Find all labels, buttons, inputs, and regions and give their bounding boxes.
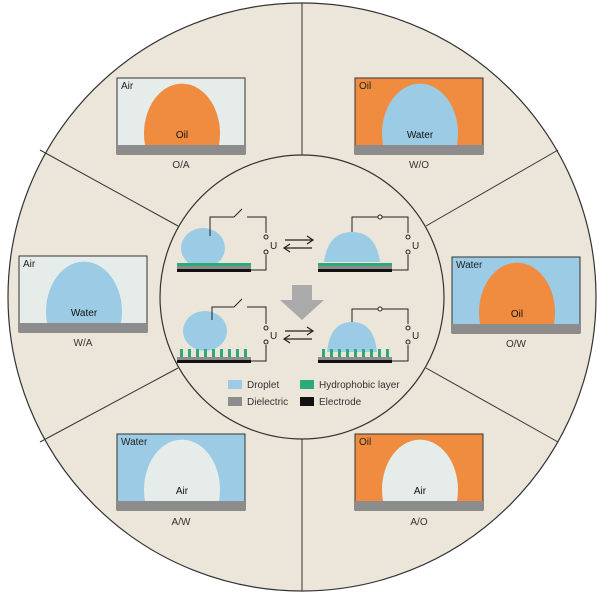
voltage-label: U — [412, 331, 419, 342]
down-arrow-icon — [280, 285, 324, 320]
panel-wa: Air Water W/A — [18, 255, 148, 349]
circuit-top-right: U — [318, 214, 419, 272]
voltage-label: U — [412, 241, 419, 252]
legend-label-droplet: Droplet — [247, 380, 279, 391]
legend-label-hydrophobic: Hydrophobic layer — [319, 380, 400, 391]
circuit-bottom-left: U — [177, 298, 277, 363]
panel-wa-medium: Air — [23, 259, 36, 270]
panel-aw-caption: A/W — [172, 517, 191, 528]
legend-label-electrode: Electrode — [319, 397, 362, 408]
panel-aw: Water Air A/W — [116, 433, 246, 528]
panel-ow-medium: Water — [456, 260, 483, 271]
panel-ow: Water Oil O/W — [451, 256, 581, 350]
legend-swatch-hydrophobic — [300, 380, 314, 389]
panel-wo-caption: W/O — [409, 160, 429, 171]
segment-dividers — [39, 3, 559, 591]
panel-aw-medium: Water — [121, 437, 148, 448]
legend-swatch-droplet — [228, 380, 242, 389]
panel-oa-medium: Air — [121, 81, 134, 92]
circuit-top-left: U — [177, 208, 277, 272]
panel-oa-droplet: Oil — [176, 130, 188, 141]
legend: Droplet Hydrophobic layer Dielectric Ele… — [228, 380, 400, 408]
panel-ow-caption: O/W — [506, 339, 527, 350]
panel-wo: Oil Water W/O — [354, 77, 484, 171]
panel-oa: Air Oil O/A — [116, 77, 246, 171]
legend-label-dielectric: Dielectric — [247, 397, 288, 408]
panel-oa-caption: O/A — [172, 160, 190, 171]
voltage-label: U — [270, 331, 277, 342]
panel-wo-droplet: Water — [407, 130, 434, 141]
reversible-arrows-bottom — [282, 326, 315, 344]
panel-wa-caption: W/A — [74, 338, 93, 349]
panel-ao-caption: A/O — [410, 517, 427, 528]
panel-wo-medium: Oil — [359, 81, 371, 92]
panel-ao: Oil Air A/O — [354, 433, 484, 528]
panel-ao-medium: Oil — [359, 437, 371, 448]
panel-aw-droplet: Air — [176, 486, 189, 497]
reversible-arrows-top — [282, 235, 315, 253]
panel-ow-droplet: Oil — [511, 309, 523, 320]
panel-ao-droplet: Air — [414, 486, 427, 497]
circuit-bottom-right: U — [318, 306, 419, 363]
voltage-label: U — [270, 241, 277, 252]
panel-wa-droplet: Water — [71, 308, 98, 319]
legend-swatch-dielectric — [228, 397, 242, 406]
legend-swatch-electrode — [300, 397, 314, 406]
